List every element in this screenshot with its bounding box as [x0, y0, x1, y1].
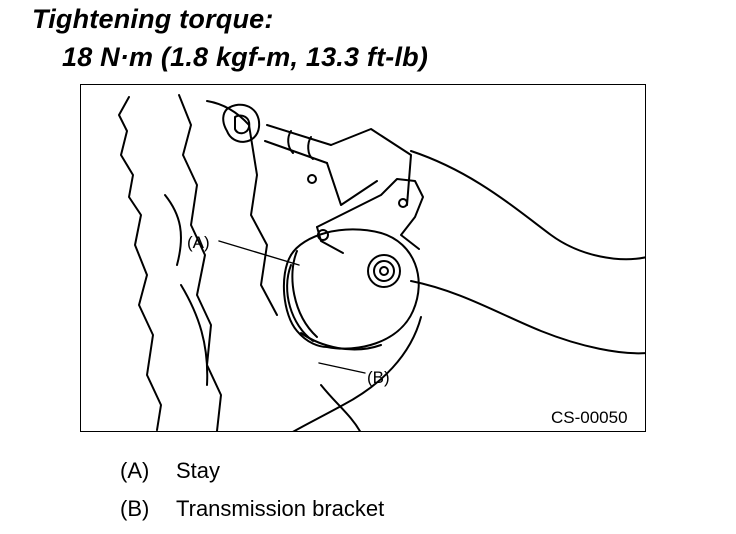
- figure-code: CS-00050: [551, 408, 628, 427]
- legend-key: (B): [120, 496, 150, 521]
- torque-heading: Tightening torque: 18 N·m (1.8 kgf-m, 13…: [0, 0, 736, 80]
- transmission-drawing: (A) (B) CS-00050: [118, 94, 645, 431]
- torque-value: 18 N·m (1.8 kgf-m, 13.3 ft-lb): [62, 42, 429, 72]
- legend-item: (B) Transmission bracket: [120, 496, 620, 534]
- callout-b: (B): [367, 368, 390, 387]
- legend: (A) Stay (B) Transmission bracket: [120, 458, 620, 534]
- legend-text: Stay: [176, 458, 221, 483]
- torque-label: Tightening torque:: [32, 4, 274, 34]
- legend-text: Transmission bracket: [176, 496, 385, 521]
- legend-item: (A) Stay: [120, 458, 620, 496]
- legend-key: (A): [120, 458, 150, 483]
- figure-frame: (A) (B) CS-00050: [80, 84, 646, 432]
- callout-a: (A): [187, 233, 210, 252]
